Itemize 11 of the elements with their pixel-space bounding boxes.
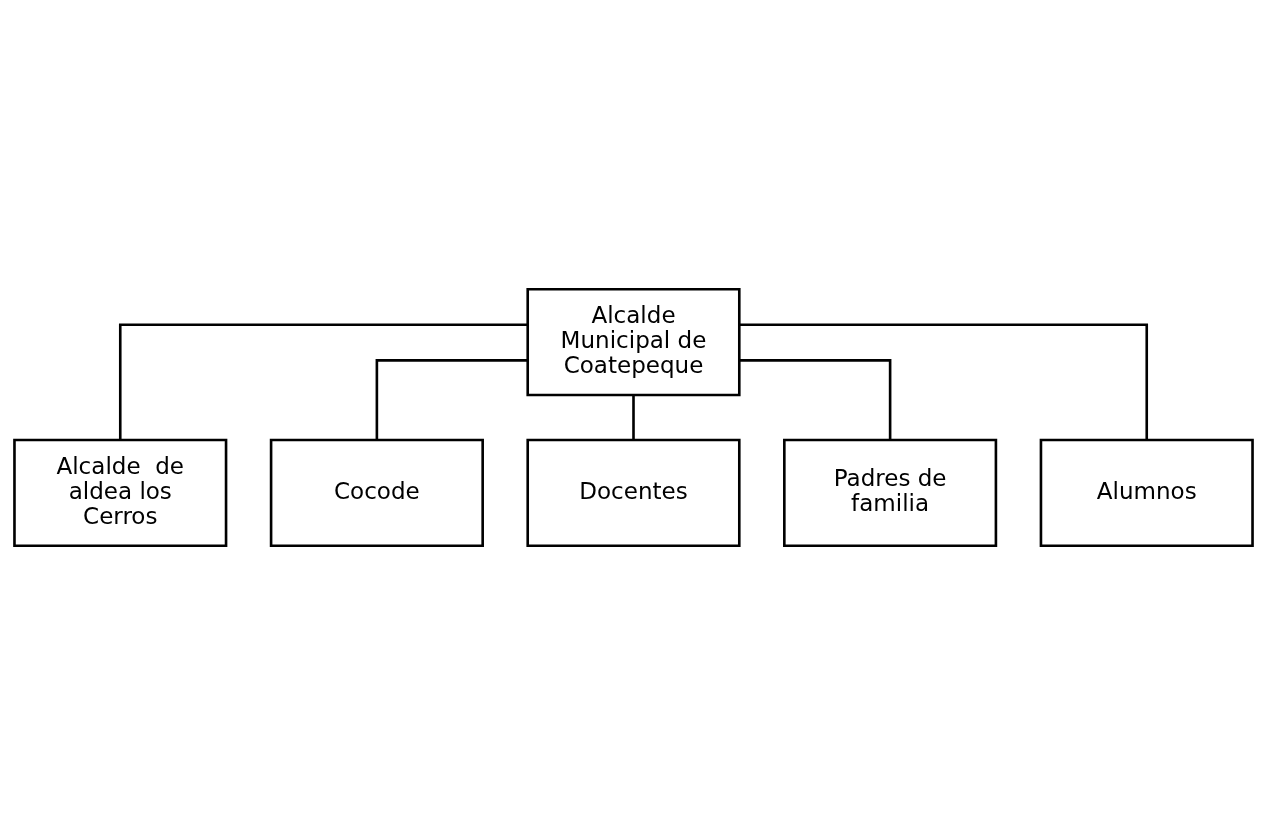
connector — [739, 359, 892, 440]
connector — [739, 323, 1149, 440]
node-box: Padres de familia — [783, 438, 998, 548]
connector — [118, 323, 528, 440]
node-box: Docentes — [526, 438, 741, 548]
node-box: Alcalde de aldea los Cerros — [13, 438, 228, 548]
node-box: Alumnos — [1039, 438, 1254, 548]
connector — [632, 395, 635, 440]
node-box: Alcalde Municipal de Coatepeque — [526, 287, 741, 397]
node-box: Cocode — [269, 438, 484, 548]
connector — [375, 359, 528, 440]
